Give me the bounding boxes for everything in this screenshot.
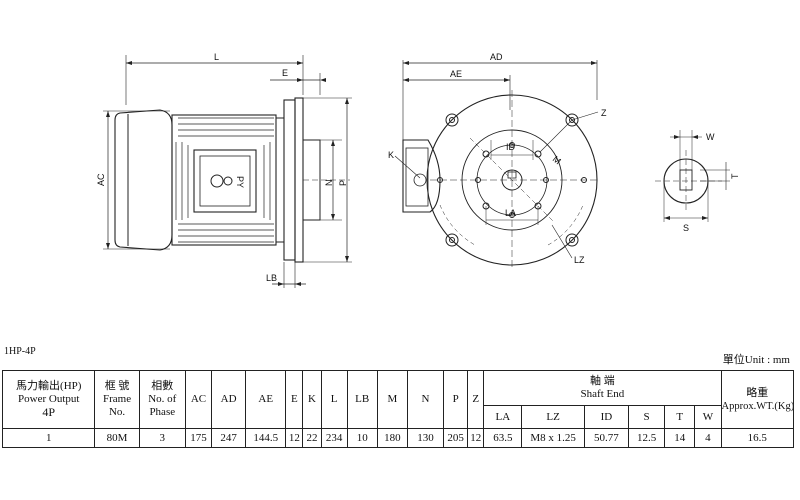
label-K: K [388,150,394,160]
cell-phase: 3 [138,428,186,448]
col-header-ae: AE [245,370,287,429]
label-M: M [551,154,563,166]
label-E: E [282,68,288,78]
cell-e: 12 [285,428,304,448]
cell-z: 12 [467,428,485,448]
label-P: P [338,180,348,186]
col-header-lb: LB [346,370,378,429]
cell-frame: 80M [94,428,140,448]
table-row: 1 80M 3 175 247 144.5 12 22 234 10 180 1… [1,428,794,448]
label-LZ: LZ [574,255,585,265]
spec-table: 馬力輸出(HP) Power Output 4P 框 號 Frame No. 相… [1,370,794,448]
label-T: T [730,173,740,179]
cell-lb: 10 [346,428,378,448]
cell-ad: 247 [211,428,247,448]
motor-dimension-drawing: PY L E AC N P LB AD AE Z K ID M LA LZ W … [96,52,740,288]
col-header-m: M [376,370,408,429]
cell-w: 4 [694,428,722,448]
cell-s: 12.5 [627,428,666,448]
label-N: N [324,180,334,187]
cell-l: 234 [320,428,348,448]
frame-header: 框 號 Frame No. [94,370,140,429]
label-AE: AE [450,69,462,79]
label-LB: LB [266,273,277,283]
cell-n: 130 [406,428,445,448]
cell-t: 14 [664,428,696,448]
col-header-la: LA [483,405,523,429]
cell-la: 63.5 [483,428,523,448]
cell-lz: M8 x 1.25 [521,428,585,448]
cell-weight: 16.5 [720,428,794,448]
cell-k: 22 [302,428,322,448]
label-L: L [214,52,219,62]
shaft-end-view [655,130,730,222]
col-header-ac: AC [184,370,213,429]
logo-text: PY [235,176,245,188]
col-header-w: W [694,405,722,429]
cell-hp: 1 [1,428,96,448]
label-Z: Z [601,108,607,118]
model-caption: 1HP-4P [4,346,36,357]
label-AD: AD [490,52,503,62]
col-header-e: E [285,370,304,429]
col-header-s: S [627,405,666,429]
col-header-lz: LZ [521,405,585,429]
cell-ac: 175 [184,428,213,448]
col-header-z: Z [467,370,485,429]
label-ID: ID [506,142,516,152]
label-AC: AC [96,173,106,186]
col-header-n: N [406,370,445,429]
label-W: W [706,132,715,142]
table-header-row-1: 馬力輸出(HP) Power Output 4P 框 號 Frame No. 相… [1,370,794,429]
cell-m: 180 [376,428,408,448]
col-header-k: K [302,370,322,429]
cell-p: 205 [443,428,469,448]
shaft-end-header: 軸 端 Shaft End [483,370,722,406]
col-header-p: P [443,370,469,429]
table-header-row-2: LA LZ ID S T W [3,405,794,429]
col-header-l: L [320,370,348,429]
weight-header: 略重 Approx.WT.(Kg) [720,370,794,429]
phase-header: 相數 No. of Phase [138,370,186,429]
col-header-ad: AD [211,370,247,429]
label-S: S [683,223,689,233]
col-header-id: ID [583,405,629,429]
label-LA: LA [505,208,516,218]
cell-ae: 144.5 [245,428,287,448]
py-logo: PY [210,174,245,188]
unit-caption: 單位Unit : mm [722,354,790,366]
cell-id: 50.77 [583,428,629,448]
col-header-t: T [664,405,696,429]
side-view [103,55,352,288]
power-output-header: 馬力輸出(HP) Power Output 4P [1,370,96,429]
front-view [394,60,600,270]
